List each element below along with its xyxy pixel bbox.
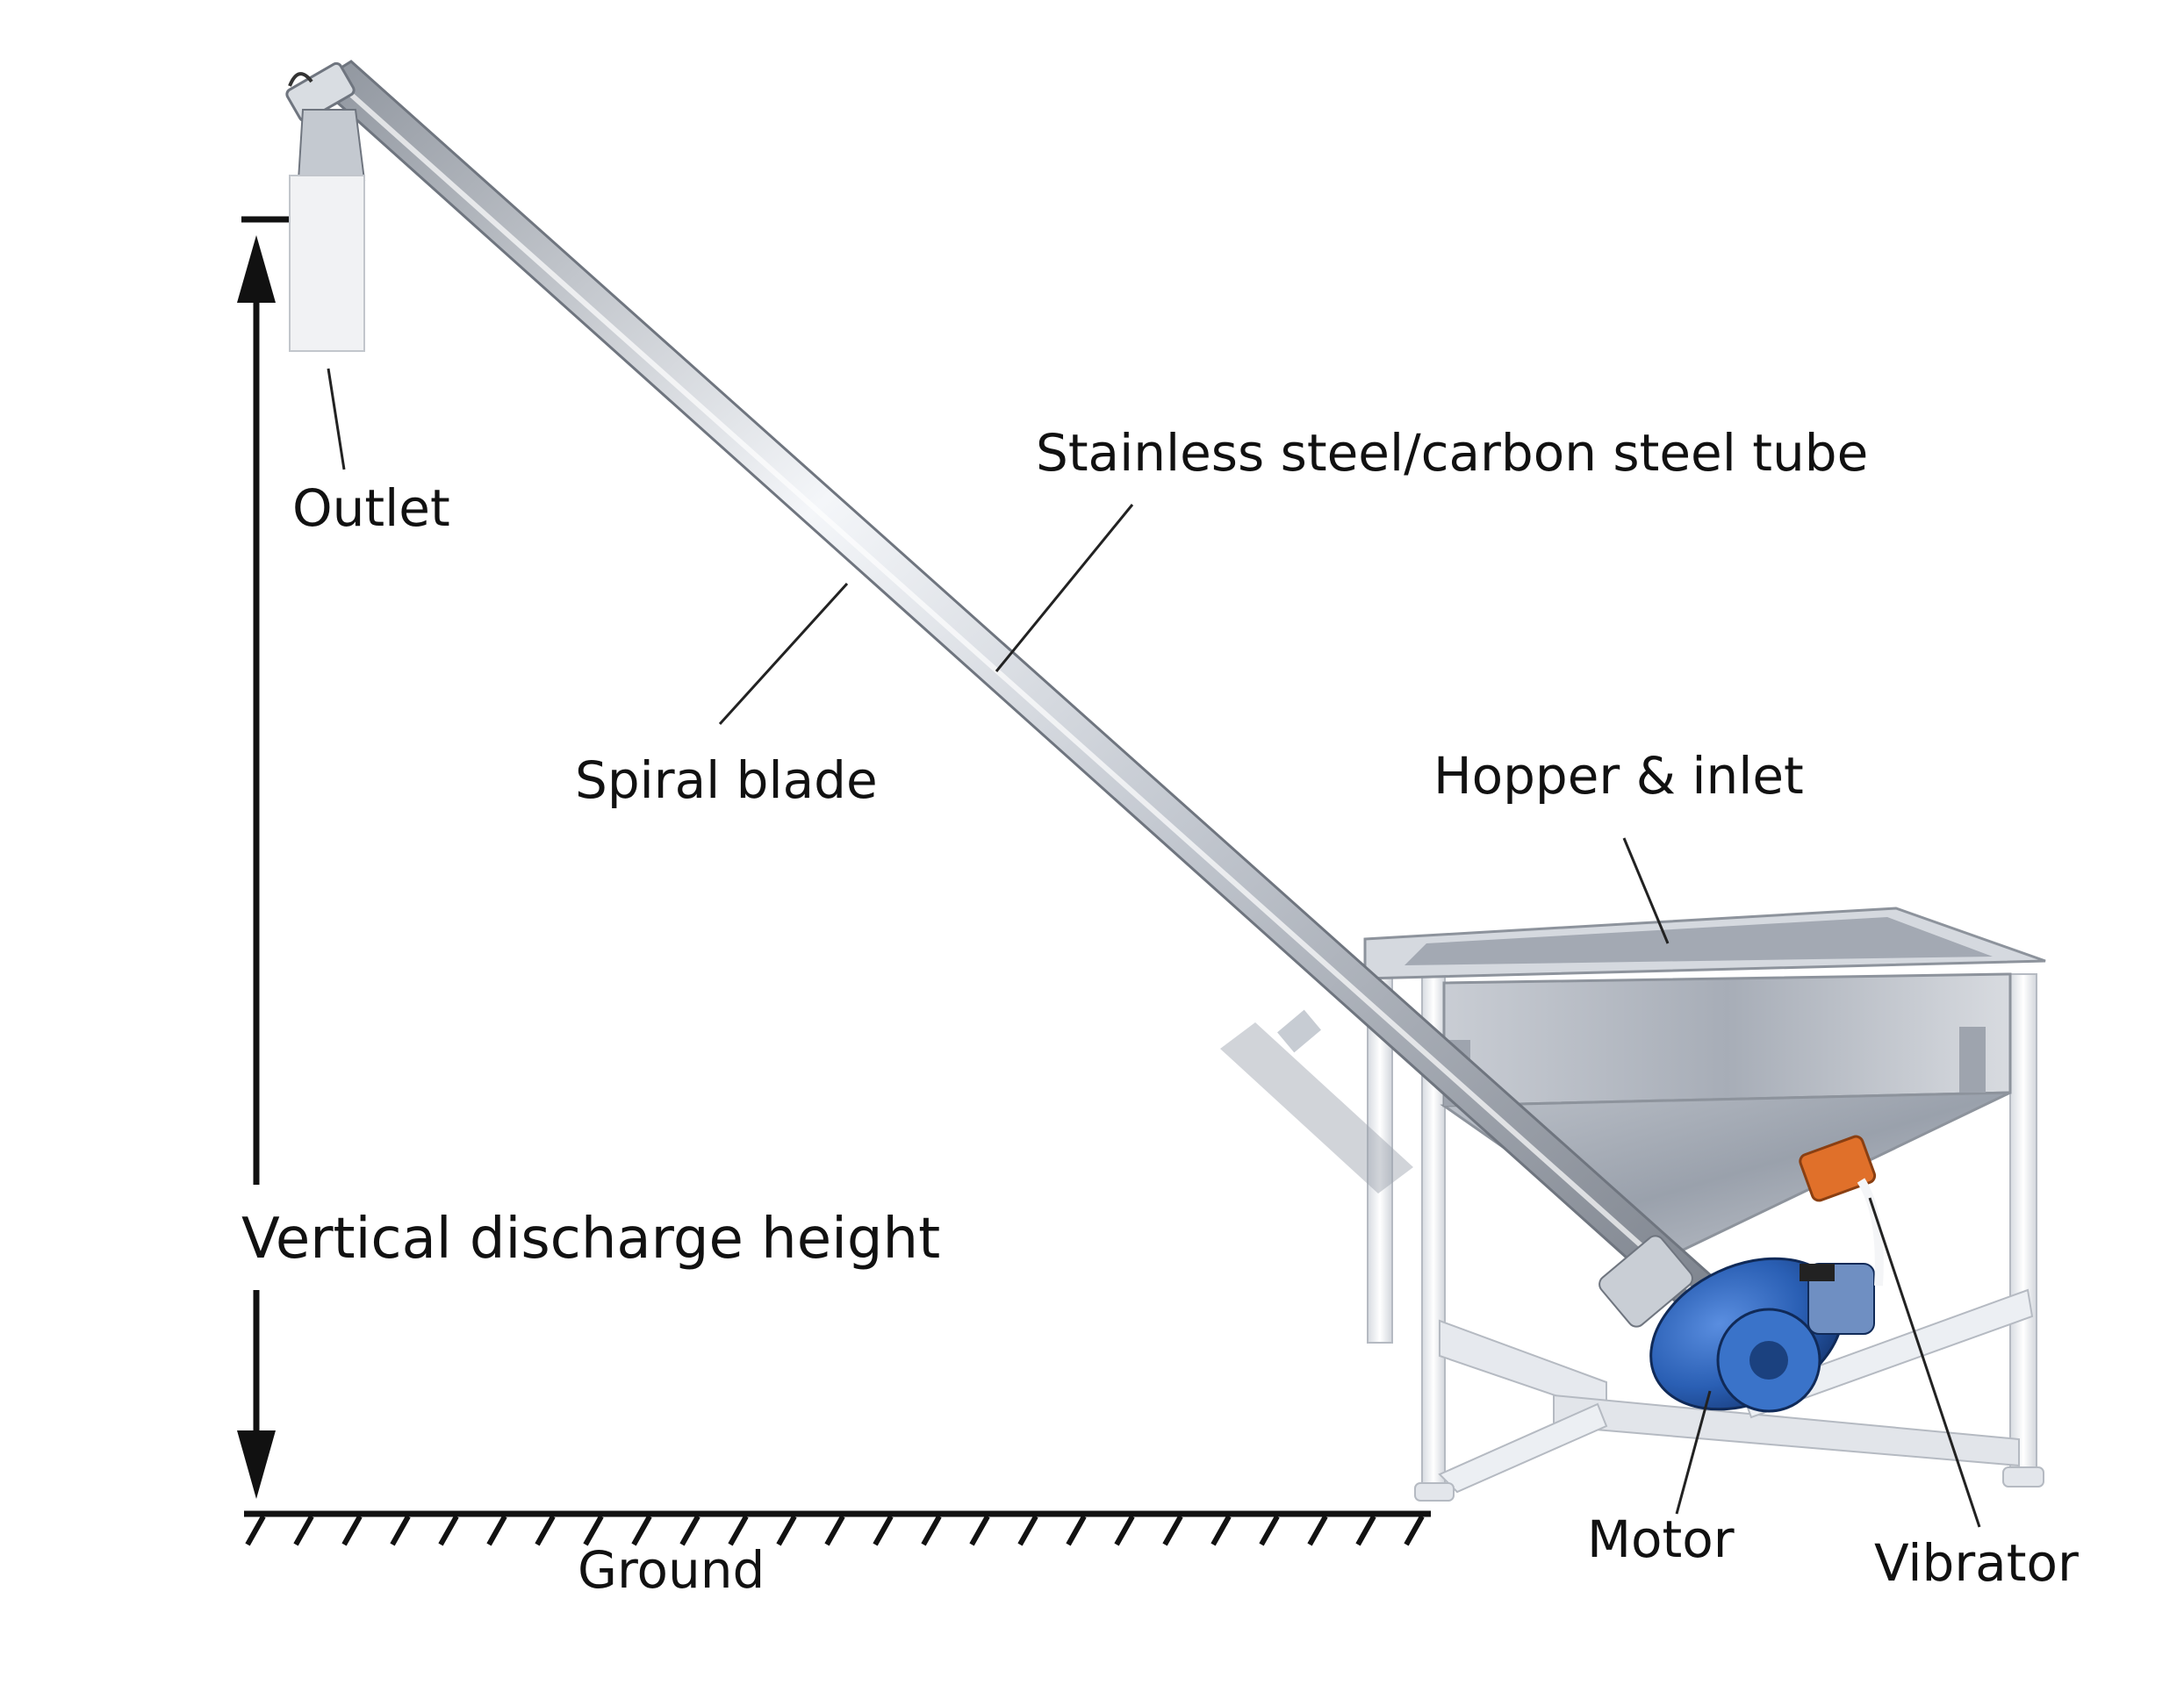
motor <box>1598 1235 1875 1413</box>
hopper-box <box>1442 972 2012 1108</box>
vibrator <box>1799 1135 1884 1287</box>
label-motor: Motor <box>1587 1509 1735 1569</box>
ground-line <box>244 1510 1431 1546</box>
leader-lines <box>327 368 1981 1528</box>
label-ground: Ground <box>578 1540 765 1600</box>
label-hopper: Hopper & inlet <box>1433 746 1804 806</box>
leader-tube <box>995 504 1134 672</box>
leader-outlet <box>327 368 346 470</box>
conveyor-tube <box>313 60 1749 1336</box>
height-dimension <box>237 216 349 1499</box>
ground-hatching <box>245 1515 1425 1546</box>
leader-spiral-blade <box>718 582 849 726</box>
outlet-spout <box>285 61 366 352</box>
arrow-up-icon <box>237 235 276 303</box>
leader-hopper <box>1622 837 1670 944</box>
hopper <box>1363 907 2046 1261</box>
label-tube: Stainless steel/carbon steel tube <box>1036 423 1869 483</box>
leader-vibrator <box>1868 1197 1981 1528</box>
leader-motor <box>1675 1390 1712 1515</box>
label-vibrator: Vibrator <box>1874 1533 2079 1593</box>
label-spiral-blade: Spiral blade <box>575 750 878 810</box>
label-height: Vertical discharge height <box>241 1207 941 1272</box>
label-outlet: Outlet <box>292 478 450 538</box>
arrow-down-icon <box>237 1430 276 1499</box>
